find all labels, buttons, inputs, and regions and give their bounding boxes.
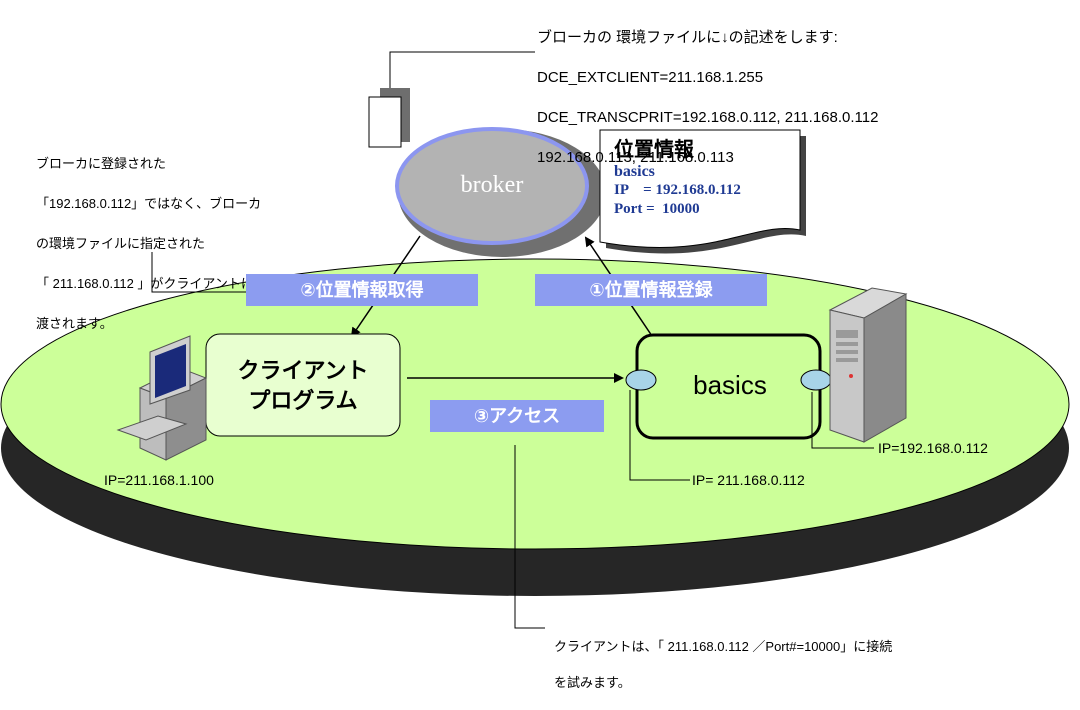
server-ip: IP=192.168.0.112 <box>878 440 988 456</box>
label-access: ③アクセス <box>430 400 604 432</box>
client-pc-ip: IP=211.168.1.100 <box>104 472 214 488</box>
left-note-leader <box>151 252 250 293</box>
client-program-label: クライアント プログラム <box>206 356 400 416</box>
basics-interface-node <box>625 369 657 391</box>
left-note-line-3: の環境ファイルに指定された <box>36 236 206 251</box>
left-note: ブローカに登録された 「192.168.0.112」ではなく、ブローカ の環境フ… <box>36 134 261 354</box>
location-doc-ip: IP = 192.168.0.112 <box>614 182 741 198</box>
left-note-line-2: 「192.168.0.112」ではなく、ブローカ <box>36 196 262 211</box>
label-register-location: ①位置情報登録 <box>535 274 767 306</box>
bottom-note-line-2: を試みます。 <box>554 675 631 690</box>
server-icon <box>828 287 908 443</box>
top-note-line-2: DCE_EXTCLIENT=211.168.1.255 <box>537 69 764 86</box>
bottom-note-leader <box>514 445 545 629</box>
bottom-note-line-1: クライアントは、「 211.168.0.112 ／Port#=10000」に接続 <box>554 639 893 654</box>
bottom-note: クライアントは、「 211.168.0.112 ／Port#=10000」に接続… <box>554 620 892 710</box>
server-ip-leader <box>811 392 874 449</box>
basics-label: basics <box>693 370 767 400</box>
location-doc-name: basics <box>614 163 655 180</box>
basics-ip-leader <box>629 390 690 481</box>
label-get-location: ②位置情報取得 <box>246 274 478 306</box>
location-doc <box>599 129 801 248</box>
location-doc-port: Port = 10000 <box>614 201 700 217</box>
left-note-line-4: 「 211.168.0.112 」がクライアントに <box>36 276 254 291</box>
location-doc-content: 位置情報 basics IP = 192.168.0.112 Port = 10… <box>614 138 741 219</box>
left-note-line-5: 渡されます。 <box>36 316 113 331</box>
config-file-icon <box>368 96 402 148</box>
basics-interface-ip: IP= 211.168.0.112 <box>692 472 805 488</box>
broker-node <box>395 127 589 245</box>
top-note-line-3: DCE_TRANSCPRIT=192.168.0.112, 211.168.0.… <box>537 109 879 126</box>
server-interface-node <box>800 369 832 391</box>
location-doc-title: 位置情報 <box>614 139 694 161</box>
client-pc-icon <box>116 335 208 461</box>
client-program-line-1: クライアント <box>237 358 369 383</box>
top-note-leader <box>389 51 535 96</box>
broker-label: broker <box>460 172 524 198</box>
client-program-line-2: プログラム <box>248 388 358 413</box>
top-note: ブローカの 環境ファイルに↓の記述をします: DCE_EXTCLIENT=211… <box>537 8 878 188</box>
top-note-line-4: 192.168.0.113, 211.168.0.113 <box>537 149 734 166</box>
top-note-line-1: ブローカの 環境ファイルに↓の記述をします: <box>537 29 838 46</box>
left-note-line-1: ブローカに登録された <box>36 156 167 171</box>
